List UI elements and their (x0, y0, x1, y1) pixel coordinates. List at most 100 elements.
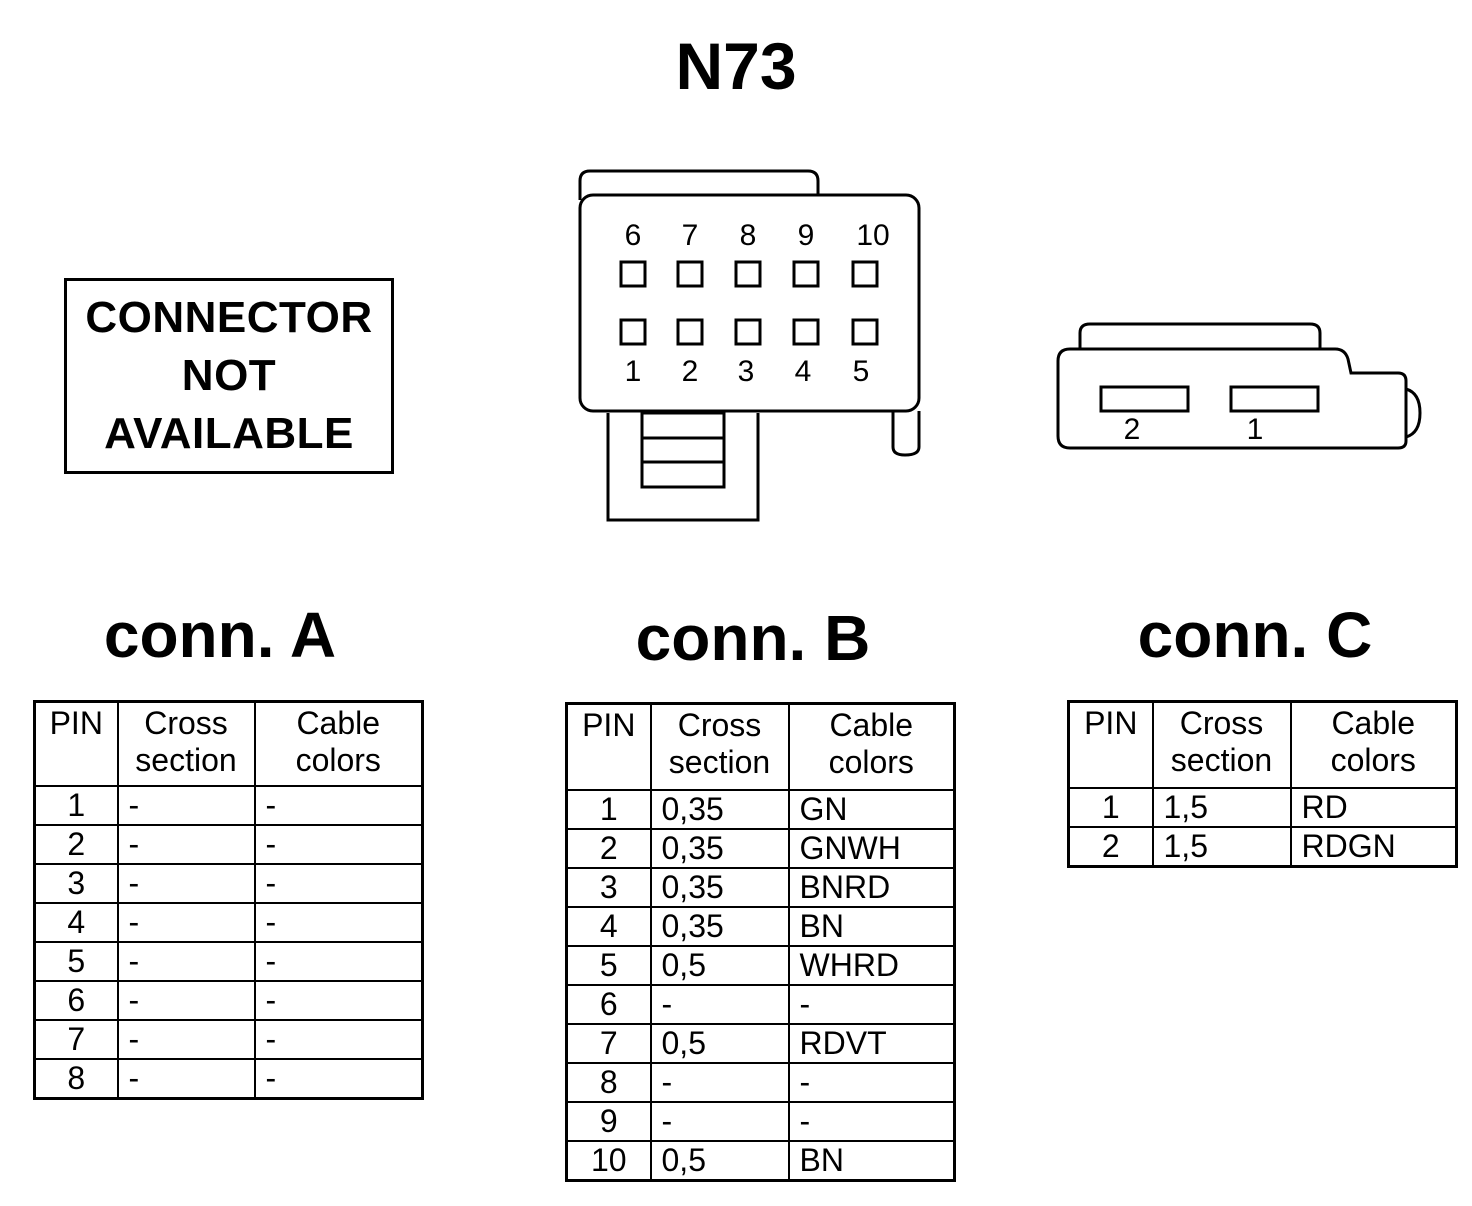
pin-cell: 7 (33, 1018, 119, 1060)
table-row: 7-- (33, 1018, 424, 1060)
cross-section-cell: 0,35 (649, 866, 790, 908)
pin-cell: 8 (565, 1061, 652, 1103)
cross-section-cell: - (116, 1057, 256, 1099)
cable-color-cell: BN (787, 1139, 956, 1181)
table-row: 6-- (565, 983, 956, 1025)
table-row: 9-- (565, 1100, 956, 1142)
pin-socket-3 (734, 318, 762, 346)
cable-color-cell: RDVT (787, 1022, 956, 1064)
cross-section-cell: 0,35 (649, 905, 790, 947)
pin-cell: 2 (565, 827, 652, 869)
connector-b-latch-inner (640, 411, 726, 489)
cable-color-cell: - (253, 823, 424, 865)
page-title: N73 (675, 29, 797, 103)
connector-c-label: conn. C (1137, 599, 1373, 671)
table-row: 3-- (33, 862, 424, 904)
pin-label-4: 4 (795, 355, 812, 388)
cable-color-cell: - (253, 940, 424, 982)
connector-b-body (578, 193, 921, 413)
cable-color-cell: - (253, 1057, 424, 1099)
pin-cell: 4 (33, 901, 119, 943)
pin-socket-8 (734, 260, 762, 288)
connector-a-label: conn. A (103, 599, 337, 671)
cross-section-cell: 1,5 (1151, 825, 1292, 867)
pin-label-c-1: 1 (1247, 413, 1264, 446)
cable-color-cell: GNWH (787, 827, 956, 869)
pin-cell: 5 (565, 944, 652, 986)
cross-section-cell: 0,35 (649, 827, 790, 869)
pin-socket-6 (619, 260, 647, 288)
pin-socket-c-1 (1229, 385, 1320, 413)
connector-c-clip (1405, 387, 1422, 439)
notice-line-1: CONNECTOR (85, 293, 373, 342)
table-row: 2-- (33, 823, 424, 865)
pin-socket-10 (851, 260, 879, 288)
table-row: 5-- (33, 940, 424, 982)
pin-label-8: 8 (740, 219, 757, 252)
table-row: 1-- (33, 784, 424, 826)
notice-line-3: AVAILABLE (104, 409, 354, 458)
connector-b-latch (606, 413, 760, 522)
cross-section-cell: 0,35 (649, 788, 790, 830)
table-row: 6-- (33, 979, 424, 1021)
pin-cell: 10 (565, 1139, 652, 1181)
pin-label-3: 3 (738, 355, 755, 388)
pin-cell: 1 (565, 788, 652, 830)
header-pin: PIN (33, 700, 119, 787)
connector-c-diagram: 2 1 (1056, 322, 1422, 450)
cross-section-cell: - (649, 1061, 790, 1103)
cross-section-cell: 1,5 (1151, 786, 1292, 828)
connector-b-label: conn. B (635, 602, 871, 674)
cable-color-cell: - (787, 1061, 956, 1103)
pin-cell: 1 (1067, 786, 1154, 828)
cross-section-cell: - (116, 940, 256, 982)
pin-socket-5 (851, 318, 879, 346)
cross-section-cell: 0,5 (649, 1139, 790, 1181)
notice-line-2: NOT (181, 351, 277, 400)
pin-cell: 9 (565, 1100, 652, 1142)
pin-socket-4 (792, 318, 820, 346)
cable-color-cell: RDGN (1289, 825, 1458, 867)
pin-cell: 6 (565, 983, 652, 1025)
cross-section-cell: - (116, 979, 256, 1021)
connector-b-back-tab (578, 169, 820, 200)
pin-cell: 1 (33, 784, 119, 826)
cross-section-cell: - (116, 862, 256, 904)
table-row: 4-- (33, 901, 424, 943)
cross-section-cell: 0,5 (649, 944, 790, 986)
cable-color-cell: - (253, 901, 424, 943)
pin-cell: 4 (565, 905, 652, 947)
header-pin: PIN (1067, 700, 1154, 789)
pin-label-c-2: 2 (1124, 413, 1141, 446)
cable-color-cell: - (787, 1100, 956, 1142)
pin-label-5: 5 (853, 355, 870, 388)
connector-b-side-clip (891, 411, 921, 457)
cross-section-cell: - (116, 1018, 256, 1060)
cable-color-cell: - (253, 1018, 424, 1060)
cross-section-cell: - (649, 1100, 790, 1142)
cross-section-cell: 0,5 (649, 1022, 790, 1064)
connector-a-not-available-box: CONNECTOR NOT AVAILABLE (64, 278, 394, 474)
pin-label-7: 7 (682, 219, 699, 252)
cable-color-cell: - (253, 979, 424, 1021)
table-row: 8-- (33, 1057, 424, 1099)
cable-color-cell: RD (1289, 786, 1458, 828)
pin-label-2: 2 (682, 355, 699, 388)
